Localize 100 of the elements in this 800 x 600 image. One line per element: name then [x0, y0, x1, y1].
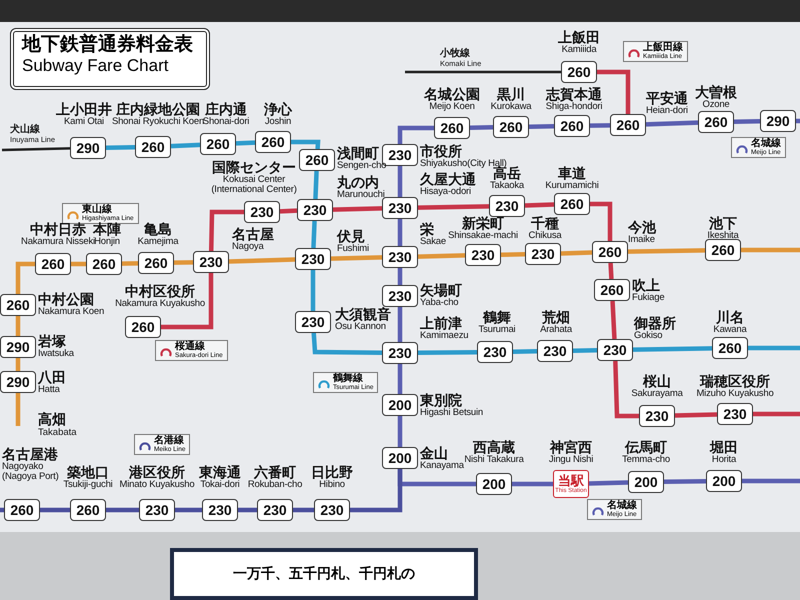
- rail-line: [313, 170, 319, 200]
- station-name: 浄心: [264, 102, 292, 117]
- fare-box: 230: [193, 251, 229, 273]
- rail-line: [398, 126, 434, 144]
- station-name: 川名: [715, 310, 745, 325]
- station-name: 新栄町: [461, 216, 505, 231]
- station-name-romaji: Higashi Betsuin: [420, 408, 484, 418]
- line-name: 名港線: [154, 436, 185, 446]
- station-name: 名古屋: [232, 227, 274, 242]
- fare-box: 230: [202, 499, 238, 521]
- station-name: 本陣: [93, 222, 121, 237]
- station-name-romaji: Sakurayama: [631, 388, 683, 399]
- fare-box: 230: [477, 341, 513, 363]
- station-name-romaji: Shonai-dori: [202, 116, 250, 127]
- station-name: 車道: [557, 166, 587, 181]
- fare-box: 260: [592, 241, 628, 263]
- rail-line: [311, 332, 382, 356]
- fare-box: 260: [698, 111, 734, 133]
- rail-line: [2, 147, 70, 152]
- line-name: 名城線: [751, 139, 781, 149]
- station-name-romaji: Kami Otai: [63, 116, 104, 127]
- rail-line: [398, 364, 402, 394]
- rail-line: [40, 508, 70, 512]
- fare-box: 230: [382, 246, 418, 268]
- rail-line: [398, 268, 402, 285]
- station-name-romaji: Rokuban-cho: [248, 480, 302, 490]
- rail-line: [742, 478, 800, 484]
- fare-box: 230: [244, 201, 280, 223]
- station-name-romaji: Kurokawa: [490, 102, 532, 112]
- rail-line: [418, 204, 490, 210]
- rail-line: [398, 219, 402, 246]
- fare-box: 230: [297, 199, 333, 221]
- station-name-romaji: Ozone: [702, 100, 730, 110]
- fare-box: 230: [465, 244, 501, 266]
- station-name-romaji: Nagoya: [232, 242, 265, 252]
- fare-box: 260: [200, 133, 236, 155]
- rail-line: [405, 70, 561, 74]
- station-name-romaji: Sakae: [420, 236, 446, 247]
- rail-line: [398, 416, 402, 447]
- rail-line: [238, 508, 257, 512]
- line-name-english: Takabata: [38, 427, 77, 438]
- fare-box: 290: [70, 137, 106, 159]
- fare-box: 230: [717, 403, 753, 425]
- rail-line: [753, 412, 800, 416]
- station-name: 庄内通: [204, 102, 248, 117]
- station-name-romaji: Nakamura Koen: [38, 306, 104, 317]
- line-name: 小牧線: [440, 46, 470, 60]
- station-name-romaji: Shonai Ryokuchi Koen: [112, 116, 204, 127]
- station-name: 高岳: [493, 166, 522, 181]
- line-name: 鶴舞線: [333, 374, 364, 384]
- station-name: 御器所: [634, 316, 676, 331]
- station-name-romaji: Kamimaezu: [420, 330, 468, 341]
- notice-sign: 一万千、五千円札、千円札の: [170, 548, 478, 600]
- rail-line: [350, 469, 402, 512]
- rail-line: [628, 248, 706, 254]
- fare-box: 230: [639, 405, 675, 427]
- fare-box: 260: [554, 115, 590, 137]
- station-name: 岩塚: [38, 334, 67, 349]
- fare-box: 230: [382, 285, 418, 307]
- fare-box: 260: [705, 239, 741, 261]
- rail-line: [16, 262, 35, 294]
- rail-line: [310, 270, 316, 311]
- station-name-romaji: Yaba-cho: [420, 298, 458, 308]
- rail-line: [597, 70, 630, 114]
- rail-line: [71, 262, 86, 266]
- rail-line: [528, 124, 554, 129]
- fare-box: 200: [628, 471, 664, 493]
- station-name: 国際センター: [211, 160, 297, 175]
- fare-box: 200: [476, 473, 512, 495]
- station-name: 志賀本通: [546, 87, 602, 102]
- rail-line: [418, 350, 478, 356]
- rail-line: [613, 360, 639, 418]
- fare-box: 290: [0, 336, 36, 358]
- station-name: 伝馬町: [624, 440, 668, 455]
- station-name: 上前津: [420, 316, 463, 331]
- rail-line: [524, 202, 554, 208]
- station-name: 浅間町: [337, 146, 380, 161]
- fare-box: 230: [537, 340, 573, 362]
- station-name-romaji: Minato Kuyakusho: [120, 480, 194, 490]
- station-name: 名城公園: [424, 87, 480, 102]
- rail-line: [674, 412, 718, 418]
- fare-box: 200: [382, 447, 418, 469]
- fare-box: 260: [135, 136, 171, 158]
- rail-line: [106, 145, 136, 150]
- rail-line: [236, 140, 256, 146]
- station-name-romaji: Shiyakusho(City Hall): [420, 158, 507, 169]
- rail-line: [560, 250, 592, 256]
- fare-box: 260: [70, 499, 106, 521]
- rail-line: [161, 273, 214, 330]
- station-name-romaji: Nishi Takakura: [464, 454, 524, 465]
- station-name: 黒川: [496, 87, 526, 102]
- fare-box: 230: [382, 342, 418, 364]
- station-name-romaji: Chikusa: [528, 230, 562, 241]
- station-name-romaji: Shiga-hondori: [546, 102, 602, 112]
- fare-box: 230: [139, 499, 175, 521]
- rail-line: [608, 262, 614, 280]
- station-name: 矢場町: [420, 283, 462, 298]
- station-name: 日比野: [311, 465, 353, 480]
- station-name-romaji: Temma-cho: [622, 454, 670, 465]
- rail-line: [398, 166, 402, 197]
